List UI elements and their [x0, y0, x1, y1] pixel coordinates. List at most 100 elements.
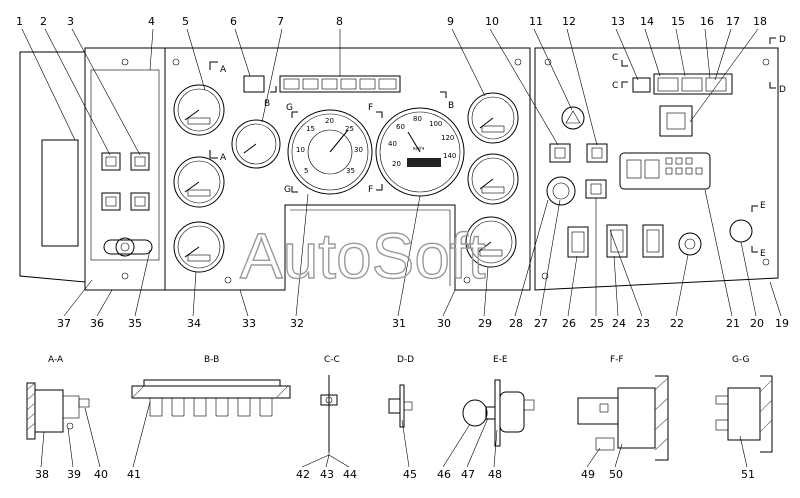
callout-41: 41	[127, 468, 141, 481]
callout-19: 19	[775, 317, 789, 330]
callout-29: 29	[478, 317, 492, 330]
callout-11: 11	[529, 15, 543, 28]
leader-lines-top	[21, 28, 759, 156]
cut-c-top: C	[612, 53, 618, 63]
section-gg	[715, 375, 773, 453]
callout-49: 49	[581, 468, 595, 481]
callout-31: 31	[392, 317, 406, 330]
gauge-left-middle	[173, 156, 225, 208]
cut-e-bottom: E	[760, 249, 766, 259]
speedo-label-60: 60	[396, 123, 405, 131]
leader-lines-sections	[40, 401, 748, 468]
tacho-label-10: 10	[296, 146, 305, 154]
cut-e-top: E	[760, 201, 766, 211]
section-title-cc: C-C	[324, 355, 340, 365]
gauge-5	[173, 84, 225, 136]
callout-21: 21	[726, 317, 740, 330]
gear-knob-22	[678, 232, 702, 256]
cut-c-bottom: C	[612, 81, 618, 91]
callout-9: 9	[447, 15, 454, 28]
callout-36: 36	[90, 317, 104, 330]
section-bb	[131, 379, 291, 417]
callout-40: 40	[94, 468, 108, 481]
callout-45: 45	[403, 468, 417, 481]
hazard-button	[659, 105, 693, 137]
speedo-label-100: 100	[429, 120, 442, 128]
cut-b-right: B	[448, 101, 454, 111]
callout-47: 47	[461, 468, 475, 481]
callout-51: 51	[741, 468, 755, 481]
section-title-gg: G-G	[732, 355, 750, 365]
callout-46: 46	[437, 468, 451, 481]
switch-block-left	[101, 152, 150, 211]
callout-18: 18	[753, 15, 767, 28]
callout-15: 15	[671, 15, 685, 28]
callout-42: 42	[296, 468, 310, 481]
callout-10: 10	[485, 15, 499, 28]
callout-23: 23	[636, 317, 650, 330]
tacho-label-35: 35	[346, 167, 355, 175]
callout-48: 48	[488, 468, 502, 481]
section-ee	[462, 379, 535, 447]
callout-43: 43	[320, 468, 334, 481]
control-unit-21	[619, 152, 711, 190]
right-panel	[534, 47, 779, 291]
gauge-34	[173, 221, 225, 273]
tacho-label-30: 30	[354, 146, 363, 154]
section-title-bb: B-B	[204, 355, 219, 365]
lamp-6	[243, 75, 265, 93]
callout-1: 1	[16, 15, 23, 28]
section-dd	[388, 384, 413, 428]
cut-g-top: G	[286, 103, 293, 113]
section-title-ff: F-F	[610, 355, 624, 365]
callout-35: 35	[128, 317, 142, 330]
tacho-label-5: 5	[304, 167, 308, 175]
cut-markers: A A B B G G F F C C D D E E	[209, 35, 786, 259]
cut-f-top: F	[368, 103, 373, 113]
left-panel	[19, 47, 166, 291]
section-title-aa: A-A	[48, 355, 64, 365]
watermark: AutoSoft	[240, 220, 486, 292]
speedo-label-120: 120	[441, 134, 454, 142]
center-panel: 5 10 15 20 25 30 35 20 40 60 80 100 120 …	[164, 47, 531, 291]
rotary-knob-27	[546, 176, 576, 206]
callout-12: 12	[562, 15, 576, 28]
tachometer: 5 10 15 20 25 30 35	[287, 109, 373, 195]
section-title-ee: E-E	[493, 355, 508, 365]
callout-20: 20	[750, 317, 764, 330]
callout-39: 39	[67, 468, 81, 481]
tacho-label-25: 25	[345, 125, 354, 133]
section-title-dd: D-D	[397, 355, 414, 365]
section-views: A-A B-B C-C D-D E-E F-F G-G	[26, 355, 773, 481]
switches-right	[549, 143, 608, 199]
callout-24: 24	[612, 317, 626, 330]
lamp-block-top	[632, 73, 733, 95]
cut-a-top: A	[220, 65, 227, 75]
callout-5: 5	[182, 15, 189, 28]
rocker-switches	[567, 224, 664, 258]
speedo-label-80: 80	[413, 115, 422, 123]
callout-32: 32	[290, 317, 304, 330]
callout-13: 13	[611, 15, 625, 28]
speedo-label-140: 140	[443, 152, 456, 160]
callout-2: 2	[40, 15, 47, 28]
speedometer: 20 40 60 80 100 120 140 км/ч	[375, 107, 465, 197]
callout-37: 37	[57, 317, 71, 330]
callout-28: 28	[509, 317, 523, 330]
callout-7: 7	[277, 15, 284, 28]
callout-22: 22	[670, 317, 684, 330]
callout-34: 34	[187, 317, 201, 330]
section-aa	[26, 382, 90, 440]
callout-50: 50	[609, 468, 623, 481]
ignition-switch	[103, 237, 153, 257]
tacho-label-15: 15	[306, 125, 315, 133]
warning-triangle-lamp	[561, 106, 585, 130]
gauge-7	[231, 119, 281, 169]
cut-a-bottom: A	[220, 153, 227, 163]
speedo-label-20: 20	[392, 160, 401, 168]
cut-f-bottom: F	[368, 185, 373, 195]
callout-33: 33	[242, 317, 256, 330]
round-lamp-20	[729, 219, 753, 243]
